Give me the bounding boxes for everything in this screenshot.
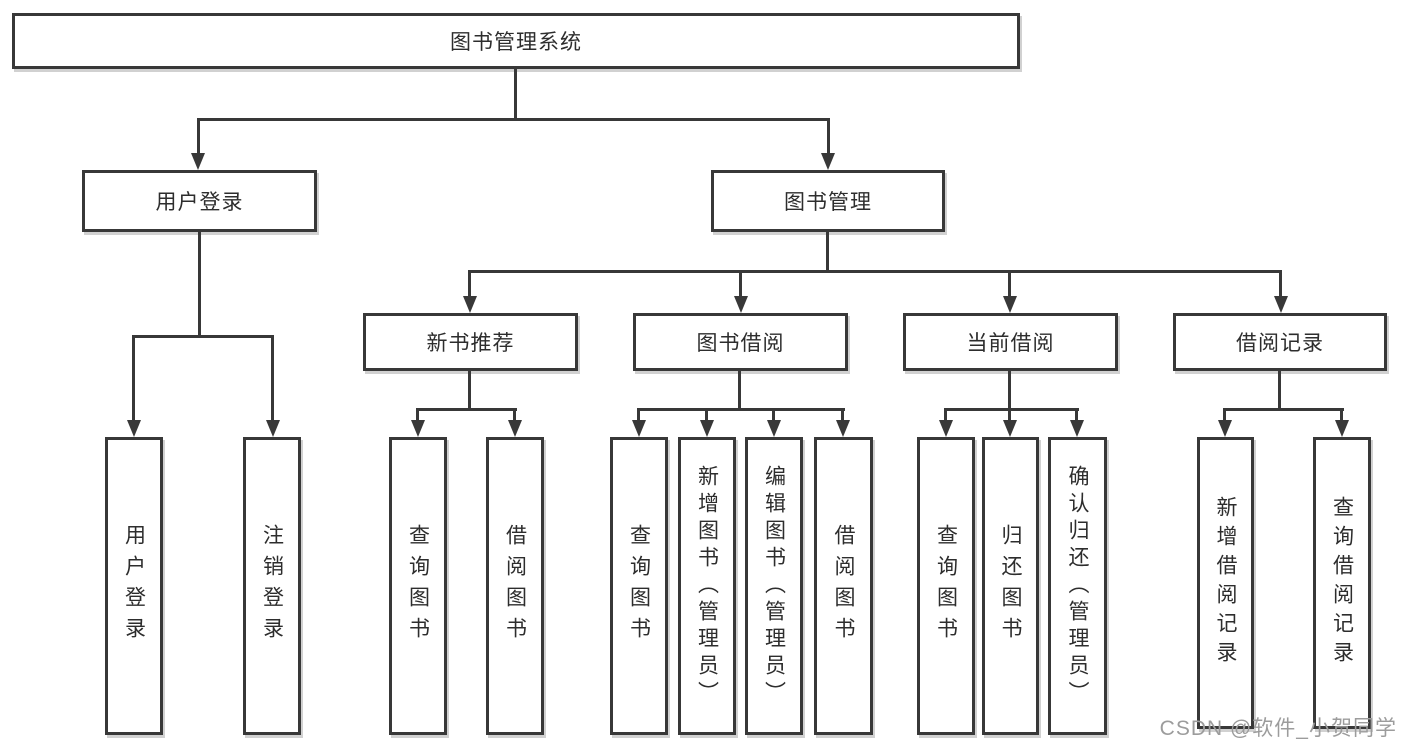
connector-line <box>1340 408 1343 422</box>
leaf-edit-book-admin: 编辑图书（管理员） <box>745 437 803 735</box>
connector-line <box>197 118 200 155</box>
node-book-mgmt: 图书管理 <box>711 170 945 232</box>
node-current-borrow: 当前借阅 <box>903 313 1118 371</box>
connector-line <box>637 408 845 411</box>
connector-line <box>132 335 274 338</box>
leaf-borrow-books: 借阅图书 <box>814 437 873 735</box>
leaf-query-books: 查询图书 <box>610 437 668 735</box>
arrowhead-icon <box>821 153 835 170</box>
arrowhead-icon <box>463 296 477 313</box>
leaf-label: 注销登录 <box>260 524 284 648</box>
connector-line <box>416 408 419 422</box>
node-borrow-records: 借阅记录 <box>1173 313 1387 371</box>
arrowhead-icon <box>700 420 714 437</box>
arrowhead-icon <box>411 420 425 437</box>
arrowhead-icon <box>767 420 781 437</box>
connector-line <box>1279 270 1282 298</box>
arrowhead-icon <box>127 420 141 437</box>
arrowhead-icon <box>1274 296 1288 313</box>
leaf-query-borrow-record: 查询借阅记录 <box>1313 437 1371 729</box>
leaf-label: 编辑图书（管理员） <box>762 464 786 708</box>
node-current-borrow-label: 当前借阅 <box>966 332 1055 355</box>
leaf-label: 确认归还（管理员） <box>1066 464 1089 708</box>
leaf-query-books: 查询图书 <box>917 437 975 735</box>
connector-line <box>1008 408 1011 422</box>
arrowhead-icon <box>836 420 850 437</box>
node-new-book-rec-label: 新书推荐 <box>426 332 515 355</box>
leaf-label: 查询图书 <box>934 524 958 648</box>
leaf-label: 新增借阅记录 <box>1214 496 1237 670</box>
connector-line <box>944 408 1079 411</box>
connector-line <box>772 408 775 422</box>
node-user-login-label: 用户登录 <box>155 191 244 214</box>
leaf-label: 查询图书 <box>627 524 651 648</box>
connector-line <box>1075 408 1078 422</box>
connector-line <box>468 270 471 298</box>
leaf-label: 查询借阅记录 <box>1330 496 1354 670</box>
connector-line <box>1278 371 1281 408</box>
leaf-add-book-admin: 新增图书（管理员） <box>678 437 736 735</box>
arrowhead-icon <box>939 420 953 437</box>
leaf-label: 借阅图书 <box>832 524 855 648</box>
connector-line <box>468 371 471 408</box>
connector-line <box>738 371 741 408</box>
connector-line <box>1008 270 1011 298</box>
leaf-query-books: 查询图书 <box>389 437 447 735</box>
leaf-label: 查询图书 <box>406 524 430 648</box>
connector-line <box>1008 371 1011 408</box>
leaf-confirm-return-admin: 确认归还（管理员） <box>1048 437 1107 735</box>
leaf-logout: 注销登录 <box>243 437 301 735</box>
connector-line <box>841 408 844 422</box>
connector-line <box>514 67 517 118</box>
connector-line <box>132 335 135 422</box>
node-book-borrow-label: 图书借阅 <box>696 332 785 355</box>
node-book-borrow: 图书借阅 <box>633 313 848 371</box>
connector-line <box>416 408 517 411</box>
leaf-add-borrow-record: 新增借阅记录 <box>1197 437 1254 729</box>
node-new-book-rec: 新书推荐 <box>363 313 578 371</box>
node-borrow-records-label: 借阅记录 <box>1236 332 1324 355</box>
arrowhead-icon <box>1070 420 1084 437</box>
connector-line <box>739 270 742 298</box>
leaf-label: 归还图书 <box>999 524 1022 648</box>
csdn-watermark: CSDN @软件_小贺同学 <box>1159 717 1397 740</box>
arrowhead-icon <box>508 420 522 437</box>
arrowhead-icon <box>1218 420 1232 437</box>
node-root-label: 图书管理系统 <box>450 31 582 54</box>
arrowhead-icon <box>1003 420 1017 437</box>
connector-line <box>705 408 708 422</box>
connector-line <box>826 232 829 270</box>
leaf-borrow-books: 借阅图书 <box>486 437 544 735</box>
connector-line <box>271 335 274 422</box>
arrowhead-icon <box>632 420 646 437</box>
arrowhead-icon <box>266 420 280 437</box>
connector-line <box>1223 408 1344 411</box>
arrowhead-icon <box>734 296 748 313</box>
connector-line <box>198 232 201 335</box>
node-user-login: 用户登录 <box>82 170 317 232</box>
leaf-label: 用户登录 <box>122 524 146 648</box>
node-root: 图书管理系统 <box>12 13 1020 69</box>
connector-line <box>637 408 640 422</box>
connector-line <box>513 408 516 422</box>
arrowhead-icon <box>191 153 205 170</box>
arrowhead-icon <box>1335 420 1349 437</box>
connector-line <box>827 118 830 155</box>
connector-line <box>1223 408 1226 422</box>
leaf-label: 借阅图书 <box>503 524 527 648</box>
connector-line <box>468 270 1282 273</box>
leaf-user-login: 用户登录 <box>105 437 163 735</box>
connector-line <box>944 408 947 422</box>
leaf-return-books: 归还图书 <box>982 437 1039 735</box>
arrowhead-icon <box>1003 296 1017 313</box>
node-book-mgmt-label: 图书管理 <box>784 191 872 214</box>
connector-line <box>197 118 830 121</box>
leaf-label: 新增图书（管理员） <box>695 464 719 708</box>
